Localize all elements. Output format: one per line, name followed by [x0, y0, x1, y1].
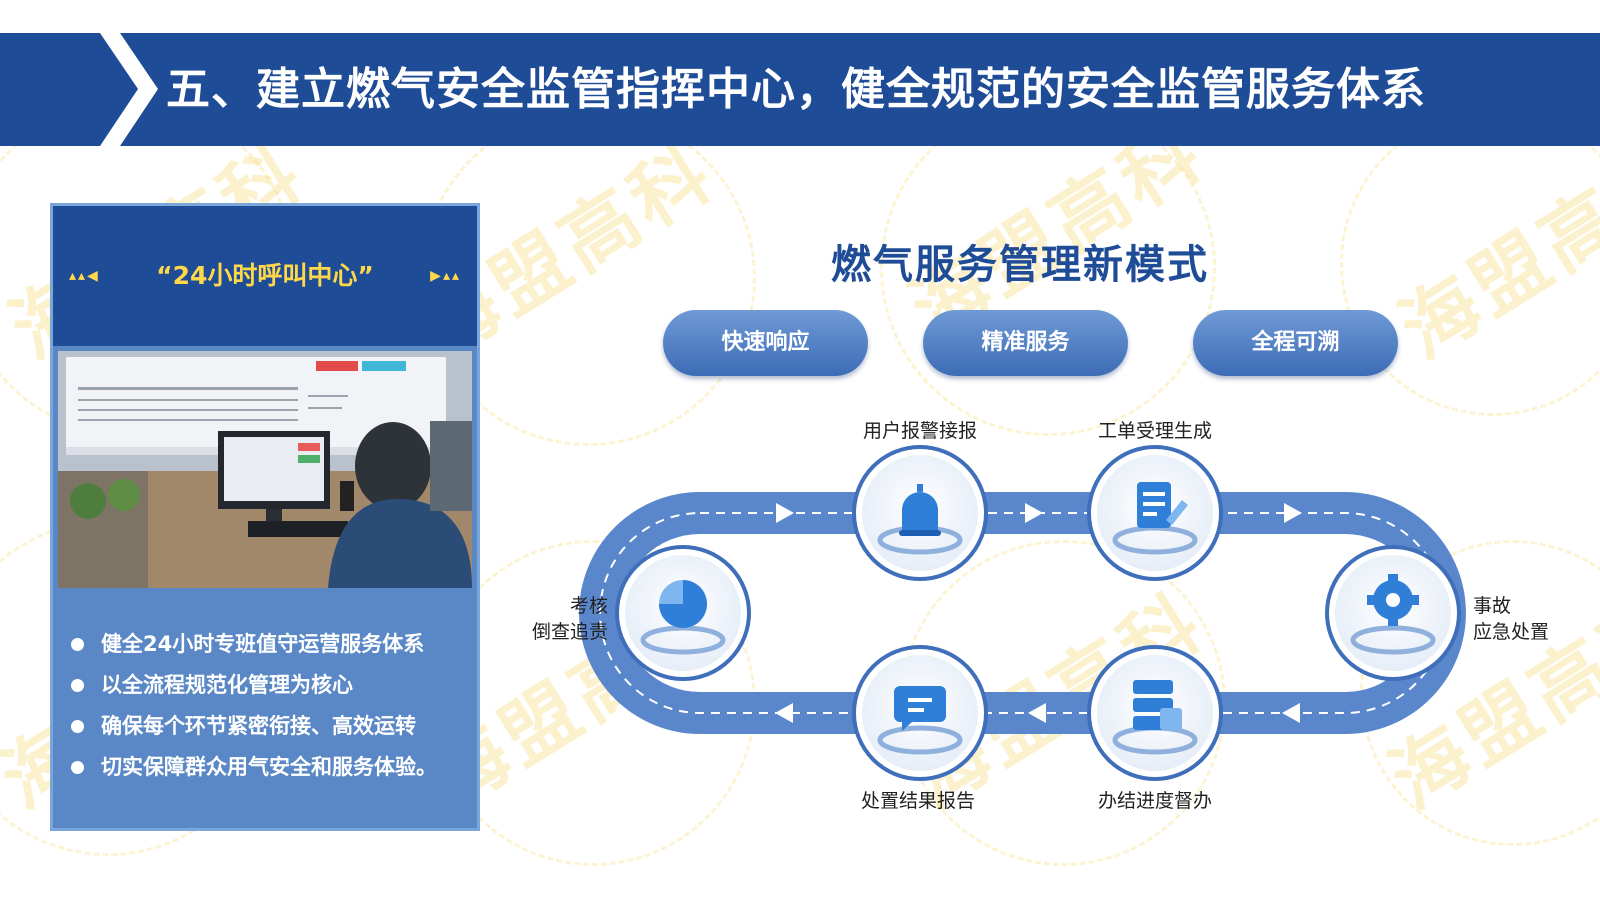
node-label-user-report: 用户报警接报	[862, 420, 977, 442]
arrow-right-icon	[776, 503, 794, 523]
call-center-photo	[58, 351, 472, 588]
arrow-left-icon	[775, 703, 793, 723]
arrow-left-icon	[1282, 703, 1300, 723]
list-item: 健全24小时专班值守运营服务体系	[67, 624, 437, 665]
diagram-title: 燃气服务管理新模式	[831, 242, 1209, 288]
node-emergency	[1325, 545, 1461, 681]
pill-traceable: 全程可溯	[1193, 310, 1398, 376]
node-supervise	[1087, 645, 1223, 781]
node-label-assessment-line1: 考核	[569, 595, 608, 617]
arrow-right-icon	[1284, 503, 1302, 523]
node-work-order	[1087, 445, 1223, 581]
list-item: 以全流程规范化管理为核心	[67, 665, 437, 706]
arrow-right-icon	[1025, 503, 1043, 523]
node-user-report	[852, 445, 988, 581]
node-label-assessment: 考核 倒查追责	[518, 593, 608, 645]
banner-chevron-icon	[100, 33, 158, 146]
pill-fast-response: 快速响应	[663, 310, 868, 376]
panel-header: ▴▴◀ “24小时呼叫中心” ▶▴▴	[53, 206, 477, 346]
pill-precise-service: 精准服务	[923, 310, 1128, 376]
node-assessment	[615, 545, 751, 681]
node-label-emergency-line1: 事故	[1473, 595, 1512, 617]
arrow-left-icon	[1028, 703, 1046, 723]
feature-list: 健全24小时专班值守运营服务体系 以全流程规范化管理为核心 确保每个环节紧密衔接…	[67, 624, 437, 788]
panel-title: “24小时呼叫中心”	[156, 261, 374, 290]
node-label-assessment-line2: 倒查追责	[531, 621, 608, 643]
node-label-work-order: 工单受理生成	[1097, 420, 1212, 442]
flow-arrows	[775, 503, 1302, 723]
node-label-result-report: 处置结果报告	[860, 790, 975, 812]
list-item: 切实保障群众用气安全和服务体验。	[67, 747, 437, 788]
header-banner: 五、建立燃气安全监管指挥中心，健全规范的安全监管服务体系	[0, 33, 1600, 146]
alarm-bell-icon	[902, 492, 938, 530]
list-item: 确保每个环节紧密衔接、高效运转	[67, 706, 437, 747]
node-label-supervise: 办结进度督办	[1097, 790, 1212, 812]
server-stack-icon	[1133, 680, 1173, 730]
page-title: 五、建立燃气安全监管指挥中心，健全规范的安全监管服务体系	[166, 64, 1426, 115]
node-label-emergency: 事故 应急处置	[1473, 593, 1549, 645]
node-result-report	[852, 645, 988, 781]
node-label-emergency-line2: 应急处置	[1473, 621, 1550, 643]
left-triangles-icon: ▴▴◀	[69, 268, 100, 284]
right-triangles-icon: ▶▴▴	[430, 268, 461, 284]
call-center-panel: ▴▴◀ “24小时呼叫中心” ▶▴▴	[50, 203, 480, 831]
